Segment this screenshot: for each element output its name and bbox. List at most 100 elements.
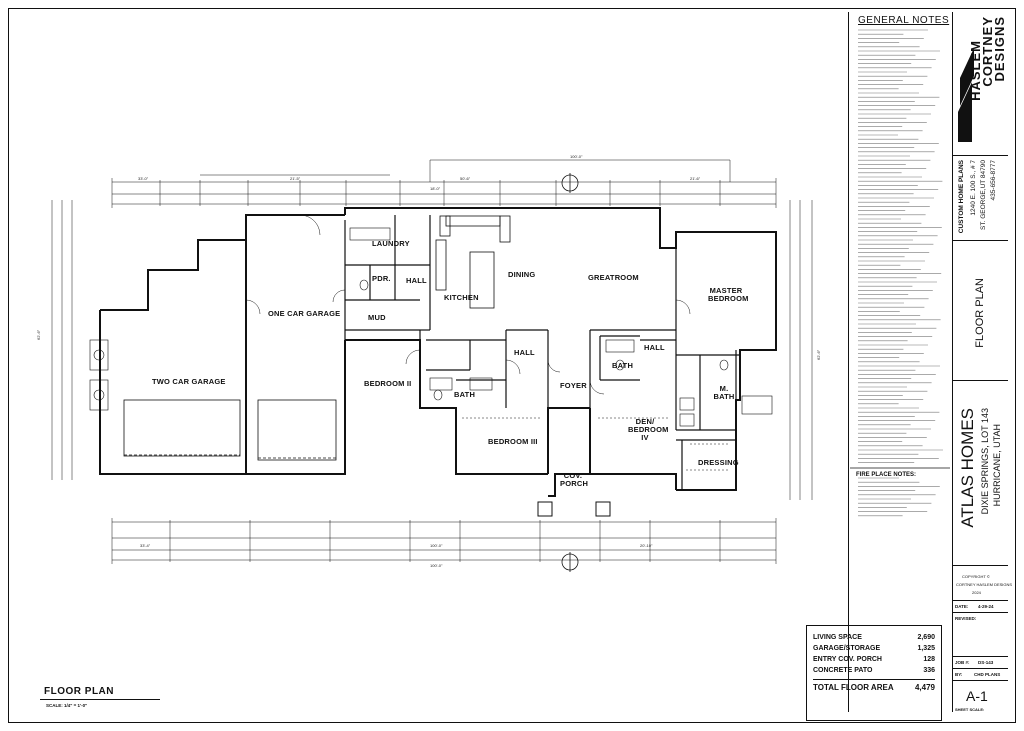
sheet-number: A-1 xyxy=(966,688,988,704)
date-box xyxy=(952,600,1008,613)
porch-columns xyxy=(537,501,611,517)
plans-label: CUSTOM HOME PLANS xyxy=(958,160,965,234)
job-value: DS-143 xyxy=(978,660,994,665)
area-value: 128 xyxy=(923,656,935,663)
area-value: 336 xyxy=(923,667,935,674)
room-label-bath-1: BATH xyxy=(454,390,476,399)
project-location: HURRICANE, UTAH xyxy=(992,424,1002,507)
job-box xyxy=(952,656,1008,669)
area-row-concrete-patio: CONCRETE PATO 336 xyxy=(813,665,935,676)
area-row-total: TOTAL FLOOR AREA 4,479 xyxy=(813,679,935,693)
firm-address: 1240 E. 100 S., # 7 xyxy=(970,160,977,216)
room-label-foyer: FOYER xyxy=(560,381,587,390)
firm-phone: 435-656-8777 xyxy=(990,160,997,201)
job-label: JOB #: xyxy=(955,660,970,665)
dimension-ticks xyxy=(111,178,777,564)
room-label-cov-porch: COV. PORCH xyxy=(560,471,589,488)
svg-text:100'-0": 100'-0" xyxy=(570,154,583,159)
svg-text:50'-6": 50'-6" xyxy=(460,176,471,181)
client-name: ATLAS HOMES xyxy=(958,408,977,528)
room-label-greatroom: GREATROOM xyxy=(588,273,639,282)
room-label-dressing: DRESSING xyxy=(698,458,739,467)
svg-text:100'-0": 100'-0" xyxy=(430,543,443,548)
revised-box xyxy=(952,612,1008,657)
area-value: 2,690 xyxy=(917,634,935,641)
room-label-den-bedroom-4: DEN/ BEDROOM IV xyxy=(628,417,669,442)
copyright-text: COPYRIGHT © xyxy=(962,574,990,579)
copyright-firm: CORTNEY HASLEM DESIGNS xyxy=(956,582,1013,587)
svg-text:62'-6": 62'-6" xyxy=(816,349,821,360)
svg-text:21'-5": 21'-5" xyxy=(290,176,301,181)
svg-text:20'-10": 20'-10" xyxy=(640,543,653,548)
firm-contact-box xyxy=(952,155,1008,241)
room-label-hall-2: HALL xyxy=(514,348,535,357)
room-label-dining: DINING xyxy=(508,270,536,279)
room-label-bath-2: BATH xyxy=(612,361,634,370)
plan-title: FLOOR PLAN xyxy=(44,686,114,697)
copyright-box xyxy=(952,565,1008,601)
room-label-hall-1: HALL xyxy=(406,276,427,285)
area-row-entry-porch: ENTRY COV. PORCH 128 xyxy=(813,654,935,665)
project-lot: DIXIE SPRINGS, LOT 143 xyxy=(980,408,990,515)
by-box xyxy=(952,668,1008,681)
firm-logo-box xyxy=(952,12,1008,156)
firm-name-line3: DESIGNS xyxy=(992,16,1007,82)
svg-text:33'-4": 33'-4" xyxy=(140,543,151,548)
notes-panel xyxy=(848,12,951,712)
garage-doors xyxy=(123,399,337,461)
interior-walls xyxy=(344,215,740,490)
plan-title-underline xyxy=(40,699,160,700)
area-value: 1,325 xyxy=(917,645,935,652)
fireplace-notes-heading: FIRE PLACE NOTES: xyxy=(856,472,917,478)
date-label: DATE: xyxy=(955,604,969,609)
room-label-hall-3: HALL xyxy=(644,343,665,352)
door-swings xyxy=(245,214,691,395)
garage-equipment xyxy=(89,339,109,411)
side-dimension-lines xyxy=(51,200,813,500)
north-arrows xyxy=(561,173,579,572)
svg-text:62'-6": 62'-6" xyxy=(36,329,41,340)
sheet-scale-label: SHEET SCALE: xyxy=(955,707,985,712)
sheet-title-box xyxy=(952,240,1008,381)
area-label: ENTRY COV. PORCH xyxy=(813,656,882,663)
by-label: BY: xyxy=(955,672,963,677)
exterior-walls xyxy=(99,207,777,497)
firm-city: ST. GEORGE,UT 84790 xyxy=(980,160,987,230)
revised-label: REVISED: xyxy=(955,616,977,621)
kitchen-fixtures xyxy=(435,215,511,309)
room-label-bedroom-3: BEDROOM III xyxy=(488,437,538,446)
bath-fixtures xyxy=(349,227,773,427)
closet-shelving xyxy=(350,339,730,471)
firm-logo-icon xyxy=(958,48,974,142)
area-label: CONCRETE PATO xyxy=(813,667,873,674)
room-label-one-car-garage: ONE CAR GARAGE xyxy=(268,309,341,318)
firm-name-line2: HASLEM xyxy=(968,40,983,101)
room-label-pdr: PDR. xyxy=(372,274,391,283)
bottom-dimension-lines xyxy=(112,521,776,561)
dimension-annotations: 33'-0" 21'-5" 50'-6" 21'-6" 100'-0" 18'-… xyxy=(36,154,821,568)
room-label-master-bedroom: MASTER BEDROOM xyxy=(708,286,749,303)
by-value: CHD PLANS xyxy=(974,672,1001,677)
plan-scale: SCALE: 1/4" = 1'-0" xyxy=(46,703,88,708)
area-total-value: 4,479 xyxy=(914,683,935,692)
room-label-kitchen: KITCHEN xyxy=(444,293,479,302)
general-notes-heading: GENERAL NOTES xyxy=(858,15,950,26)
date-value: 4-29-24 xyxy=(978,604,994,609)
room-label-bedroom-2: BEDROOM II xyxy=(364,379,412,388)
drawing-sheet-border xyxy=(8,8,1016,723)
area-row-garage-storage: GARAGE/STORAGE 1,325 xyxy=(813,643,935,654)
room-label-laundry: LAUNDRY xyxy=(372,239,410,248)
svg-text:18'-0": 18'-0" xyxy=(430,186,441,191)
room-label-m-bath: M. BATH xyxy=(713,384,735,401)
svg-text:21'-6": 21'-6" xyxy=(690,176,701,181)
room-label-mud: MUD xyxy=(368,313,386,322)
area-summary-table: LIVING SPACE 2,690 GARAGE/STORAGE 1,325 … xyxy=(806,625,942,721)
area-label: GARAGE/STORAGE xyxy=(813,645,881,652)
room-label-two-car-garage: TWO CAR GARAGE xyxy=(152,377,226,386)
copyright-year: 2024 xyxy=(972,590,981,595)
project-box xyxy=(952,380,1008,566)
area-label: LIVING SPACE xyxy=(813,634,862,641)
title-block xyxy=(952,12,1011,712)
svg-text:100'-0": 100'-0" xyxy=(430,563,443,568)
